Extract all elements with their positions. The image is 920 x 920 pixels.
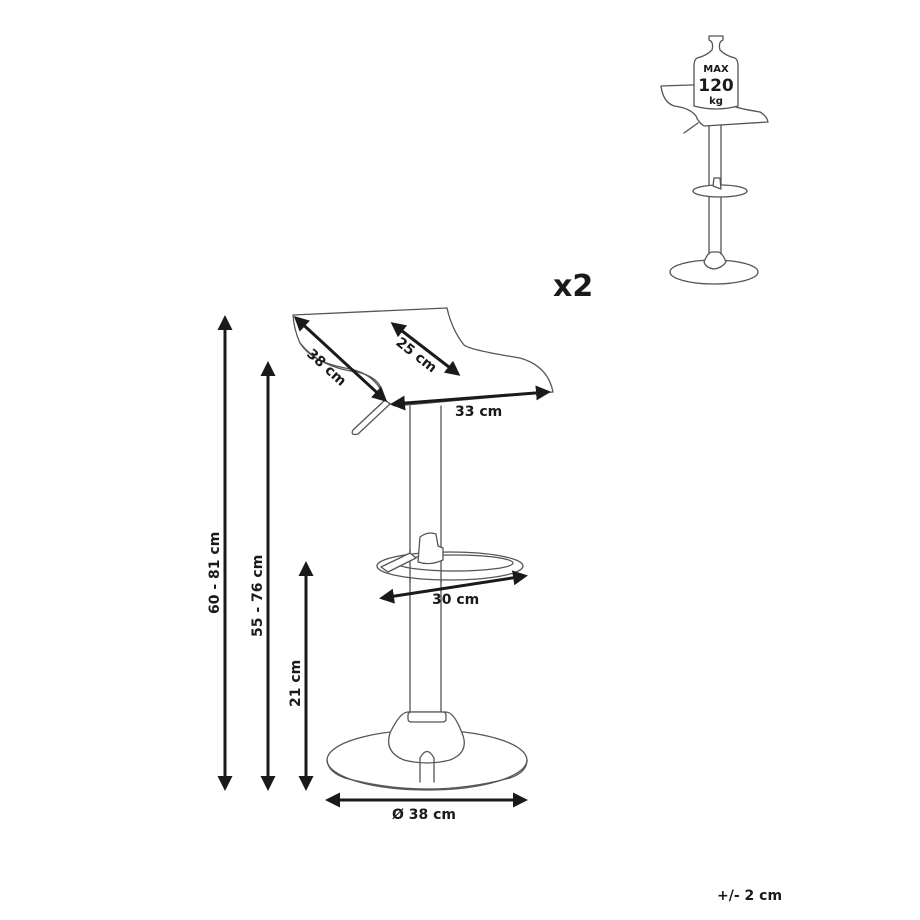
thumbnail-stool: MAX 120 kg (660, 35, 769, 285)
label-seat-height: 55 - 76 cm (250, 555, 266, 637)
dimension-footrest-width: 30 cm (379, 570, 528, 608)
max-load-label: MAX (703, 64, 729, 75)
label-total-height: 60 - 81 cm (207, 532, 223, 614)
dimension-base-diameter: Ø 38 cm (325, 792, 528, 823)
dimension-footrest-height: 21 cm (288, 561, 314, 791)
dimension-seat-height: 55 - 76 cm (250, 361, 276, 791)
footrest-ring (376, 532, 524, 583)
max-load-value: 120 (698, 76, 734, 96)
dimension-total-height: 60 - 81 cm (207, 315, 233, 791)
max-load-unit: kg (709, 96, 723, 107)
max-load-weight-icon: MAX 120 kg (693, 35, 739, 110)
quantity-label: x2 (553, 269, 593, 304)
label-footrest-height: 21 cm (288, 660, 304, 707)
main-stool: 38 cm 25 cm 33 cm 30 cm Ø 38 cm 60 - 81 … (207, 307, 554, 823)
stool-base (326, 711, 528, 791)
dimension-seat-width: 33 cm (390, 385, 551, 420)
tolerance-label: +/- 2 cm (717, 888, 782, 904)
label-seat-width: 33 cm (455, 404, 502, 420)
label-base-diameter: Ø 38 cm (392, 807, 456, 823)
label-footrest-width: 30 cm (432, 592, 479, 608)
